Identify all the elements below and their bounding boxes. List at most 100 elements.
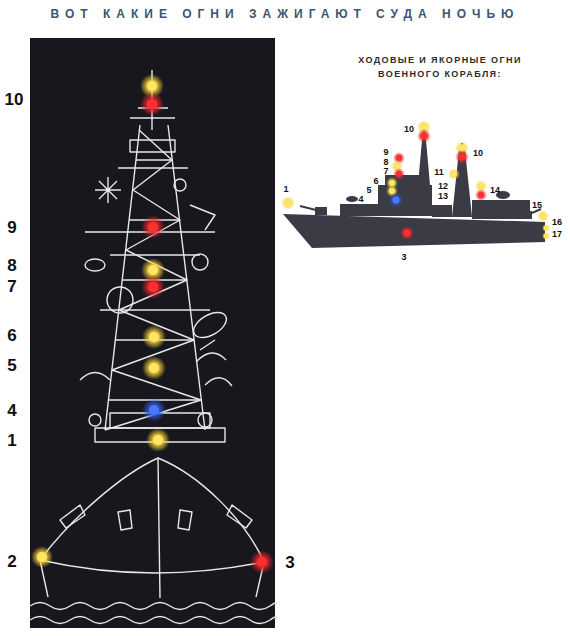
light-core — [148, 222, 158, 232]
ship-front-drawing — [85, 259, 105, 271]
signal-light — [542, 224, 550, 232]
light-glow — [140, 92, 164, 116]
light-glow — [542, 232, 550, 240]
signal-light — [542, 232, 550, 240]
ship-front-drawing — [40, 458, 264, 562]
callout-number: 16 — [552, 217, 562, 227]
callout-number: 4 — [358, 194, 363, 204]
callout-number: 3 — [285, 553, 294, 573]
ship-side-silhouette — [378, 185, 432, 216]
ship-front-drawing — [30, 617, 277, 624]
signal-light — [455, 150, 469, 164]
ship-front-drawing — [189, 307, 230, 342]
callout-number: 9 — [7, 218, 16, 238]
ship-front-drawing — [107, 287, 133, 313]
light-core — [149, 405, 159, 415]
light-core — [147, 81, 157, 91]
ship-front-drawing — [108, 160, 201, 400]
callout-number: 1 — [7, 431, 16, 451]
signal-light — [400, 226, 414, 240]
light-core — [147, 99, 157, 109]
callout-number: 9 — [383, 147, 388, 157]
callout-number: 5 — [7, 356, 16, 376]
ship-front-drawing — [60, 505, 252, 528]
light-core — [478, 183, 484, 189]
ship-front-drawing — [174, 179, 186, 191]
signal-light — [141, 275, 165, 299]
ship-front-drawing — [130, 140, 175, 152]
callout-number: 5 — [366, 185, 371, 195]
panel-heading: ХОДОВЫЕ И ЯКОРНЫЕ ОГНИ ВОЕННОГО КОРАБЛЯ: — [344, 53, 536, 81]
callout-number: 7 — [383, 166, 388, 176]
ship-front-drawing — [85, 232, 215, 310]
ship-front-drawing — [95, 177, 121, 203]
light-core — [421, 133, 428, 140]
light-glow — [141, 275, 165, 299]
night-panel — [30, 38, 275, 628]
light-glow — [475, 189, 487, 201]
light-core — [257, 557, 267, 567]
ship-front-drawing — [30, 70, 277, 624]
light-core — [544, 234, 549, 239]
ship-side-silhouette — [432, 205, 452, 217]
callout-number: 15 — [532, 200, 542, 210]
light-core — [37, 552, 47, 562]
light-glow — [250, 550, 274, 574]
signal-light — [146, 428, 170, 452]
light-glow — [142, 356, 166, 380]
ship-side-silhouette — [418, 140, 430, 185]
light-core — [451, 171, 457, 177]
callout-number: 8 — [383, 157, 388, 167]
callout-number: 4 — [7, 401, 16, 421]
ship-front-drawing — [118, 510, 192, 530]
ship-front-drawing — [196, 340, 226, 362]
signal-light — [142, 398, 166, 422]
ship-front-drawing — [105, 130, 201, 430]
callout-number: 1 — [283, 184, 288, 194]
light-core — [478, 192, 484, 198]
ship-side-silhouette — [340, 204, 380, 216]
ship-side-silhouette — [283, 214, 545, 248]
ship-front-drawing — [158, 458, 160, 598]
light-core — [389, 188, 395, 194]
light-glow — [448, 168, 460, 180]
callout-number: 2 — [7, 552, 16, 572]
signal-light — [142, 325, 166, 349]
signal-light — [475, 189, 487, 201]
callout-number: 14 — [490, 185, 500, 195]
light-glow — [142, 325, 166, 349]
signal-light — [448, 168, 460, 180]
light-glow — [537, 210, 549, 222]
light-core — [540, 213, 546, 219]
light-core — [148, 265, 158, 275]
light-glow — [417, 129, 431, 143]
light-core — [404, 230, 411, 237]
light-core — [148, 282, 158, 292]
callout-number: 6 — [7, 326, 16, 346]
ship-front-drawing — [30, 603, 277, 610]
ship-side-silhouette — [346, 196, 358, 202]
callout-number: 13 — [438, 191, 448, 201]
callout-number: 6 — [373, 176, 378, 186]
ship-side-silhouette — [452, 150, 472, 217]
ship-front-drawing — [118, 108, 188, 168]
signal-light — [140, 92, 164, 116]
light-glow — [455, 150, 469, 164]
ship-front-drawing — [40, 560, 264, 573]
light-core — [153, 435, 163, 445]
ship-side-silhouette — [283, 125, 545, 248]
title: ВОТ КАКИЕ ОГНИ ЗАЖИГАЮТ СУДА НОЧЬЮ — [51, 7, 520, 21]
ship-side-silhouette — [518, 211, 532, 219]
signal-light — [142, 356, 166, 380]
callout-number: 10 — [404, 124, 414, 134]
ship-side-silhouette — [315, 207, 327, 215]
light-core — [149, 332, 159, 342]
light-core — [393, 197, 400, 204]
ship-lights — [31, 74, 550, 574]
callout-number: 10 — [5, 90, 24, 110]
signal-light — [31, 546, 53, 568]
ship-front-drawing — [190, 205, 215, 230]
light-glow — [141, 215, 165, 239]
